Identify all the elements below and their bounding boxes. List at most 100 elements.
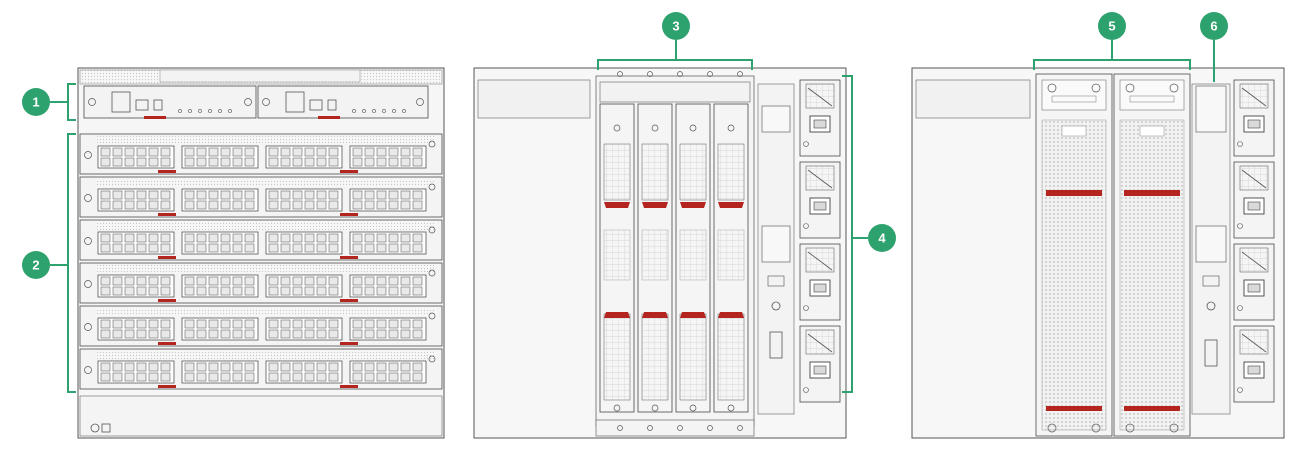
sfp-port [184,276,195,286]
sfp-port [148,372,159,382]
sfp-port [208,276,219,286]
sfp-port [352,329,363,339]
screw-icon [428,183,436,191]
handle-mark [642,312,668,318]
sfp-port [304,157,315,167]
sfp-port [244,372,255,382]
status-led [392,109,396,113]
sfp-port [292,200,303,210]
callout-4: 4 [868,224,896,252]
psu-fan-grille [805,247,835,273]
screw-icon [1169,83,1179,93]
sfp-port [400,147,411,157]
sfp-port [148,286,159,296]
screw-icon [803,387,809,393]
sfp-port [388,147,399,157]
screw-icon [84,237,92,245]
sfp-port [148,319,159,329]
sfp-port [124,276,135,286]
sfp-port [208,329,219,339]
sfp-port [160,276,171,286]
sfp-port [160,157,171,167]
sfp-port [112,233,123,243]
screw-icon [428,269,436,277]
sfp-port [280,200,291,210]
sfp-port [412,190,423,200]
callout-1: 1 [22,88,50,116]
sfp-port [136,190,147,200]
ground-terminal-icon [769,331,783,359]
callout-circle [662,12,690,40]
sfp-port [196,233,207,243]
sfp-port [100,372,111,382]
sfp-port [136,319,147,329]
front-view [77,67,445,439]
sfp-port [148,329,159,339]
sfp-port [184,319,195,329]
sfp-port [316,200,327,210]
sfp-port [352,372,363,382]
sfp-port [160,147,171,157]
sfp-port [400,200,411,210]
usb-port [153,99,163,111]
handle-mark [680,312,706,318]
screw-icon [677,71,683,77]
screw-icon [84,323,92,331]
sfp-port [100,147,111,157]
fabric-module [637,103,673,413]
sfp-port [232,372,243,382]
sfp-port [124,243,135,253]
sfp-port [412,286,423,296]
fabric-module [713,103,749,413]
sfp-port [160,329,171,339]
sfp-port [376,243,387,253]
screw-icon [707,425,713,431]
sfp-port [364,243,375,253]
screw-icon [84,280,92,288]
sfp-port [292,362,303,372]
sfp-port [136,233,147,243]
sfp-port [268,276,279,286]
line-cards [79,133,443,390]
sfp-port [124,157,135,167]
status-led [218,109,222,113]
sfp-port [304,319,315,329]
sfp-port [148,200,159,210]
sfp-port [136,200,147,210]
console-port [111,91,131,113]
sfp-port [112,286,123,296]
sfp-port [412,372,423,382]
sfp-port [412,329,423,339]
sfp-port [196,147,207,157]
line-card [79,305,443,347]
sfp-port [376,276,387,286]
sfp-port [244,190,255,200]
sfp-port [316,147,327,157]
ground-icon [1206,301,1216,311]
power-supply [1233,79,1275,157]
sfp-port [124,233,135,243]
sfp-port [292,372,303,382]
screw-icon [1047,423,1057,433]
sfp-port [184,286,195,296]
sfp-port [280,190,291,200]
sfp-port [136,147,147,157]
status-led [188,109,192,113]
screw-icon [244,98,252,106]
sfp-port [208,233,219,243]
sfp-port [316,243,327,253]
sfp-port [220,286,231,296]
sfp-port [304,190,315,200]
handle-mark [158,256,176,259]
sfp-port [220,319,231,329]
power-supply [1233,243,1275,321]
sfp-port [352,157,363,167]
sfp-port [328,200,339,210]
sfp-port [100,243,111,253]
screw-icon [428,355,436,363]
handle-mark [158,342,176,345]
screw-icon [803,141,809,147]
sfp-port [400,286,411,296]
status-led [198,109,202,113]
sfp-port [316,329,327,339]
